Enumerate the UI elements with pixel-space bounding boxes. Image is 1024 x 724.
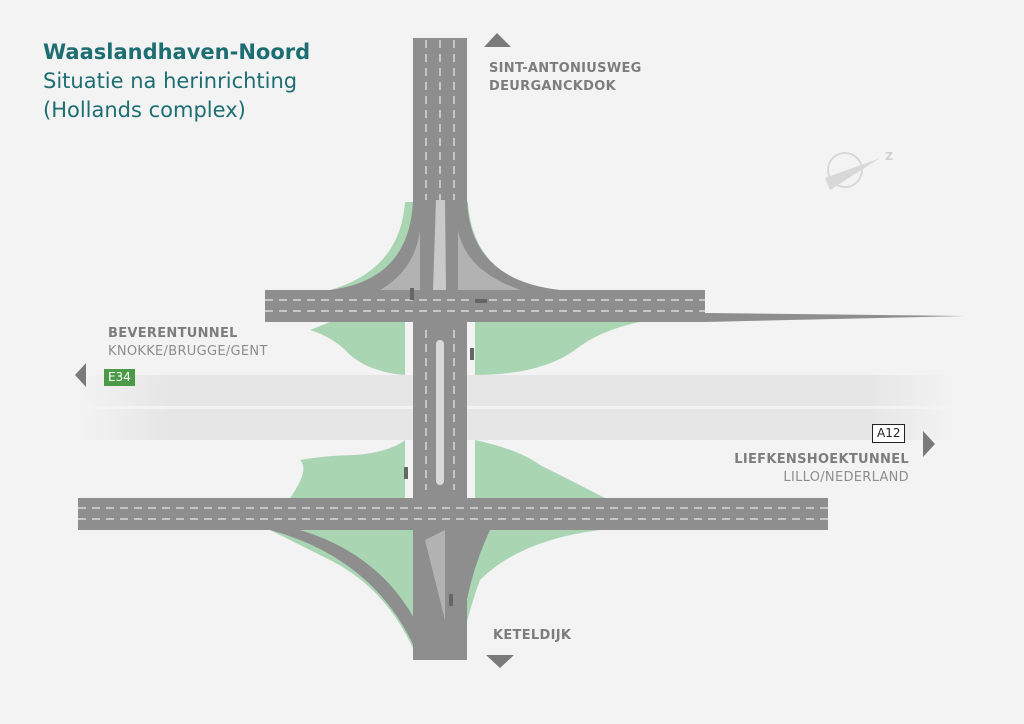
a12-shield: A12 (872, 424, 906, 443)
direction-west: BEVERENTUNNEL KNOKKE/BRUGGE/GENT (108, 325, 268, 361)
compass-icon: Z (825, 150, 893, 190)
page-title: Waaslandhaven-Noord Situatie na herinric… (43, 38, 310, 125)
west-line1: BEVERENTUNNEL (108, 326, 238, 341)
lane-markings (78, 40, 828, 520)
highway-e34-a12 (80, 375, 955, 440)
title-subtitle-2: (Hollands complex) (43, 98, 246, 122)
east-line2: LILLO/NEDERLAND (783, 470, 909, 485)
arrow-west-icon (75, 363, 86, 387)
green-areas (270, 202, 640, 660)
arrow-north-icon (484, 33, 511, 47)
road-lower (78, 498, 828, 530)
traffic-lights (404, 288, 487, 606)
e34-shield: E34 (104, 369, 135, 386)
south-line1: KETELDIJK (493, 628, 572, 643)
arrow-south-icon (486, 655, 514, 668)
direction-north: SINT-ANTONIUSWEG DEURGANCKDOK (489, 60, 642, 96)
hatched-islands (380, 200, 520, 620)
direction-south: KETELDIJK (493, 627, 571, 645)
north-line1: SINT-ANTONIUSWEG (489, 61, 642, 76)
title-subtitle: Situatie na herinrichting (43, 69, 298, 93)
title-main: Waaslandhaven-Noord (43, 40, 311, 64)
compass-label: Z (885, 150, 893, 163)
west-line2: KNOKKE/BRUGGE/GENT (108, 344, 268, 359)
direction-east: LIEFKENSHOEKTUNNEL LILLO/NEDERLAND (734, 451, 909, 487)
east-line1: LIEFKENSHOEKTUNNEL (734, 452, 909, 467)
taper-lane (705, 313, 965, 322)
arrow-east-icon (923, 431, 935, 457)
road-upper (265, 290, 705, 322)
north-line2: DEURGANCKDOK (489, 79, 616, 94)
